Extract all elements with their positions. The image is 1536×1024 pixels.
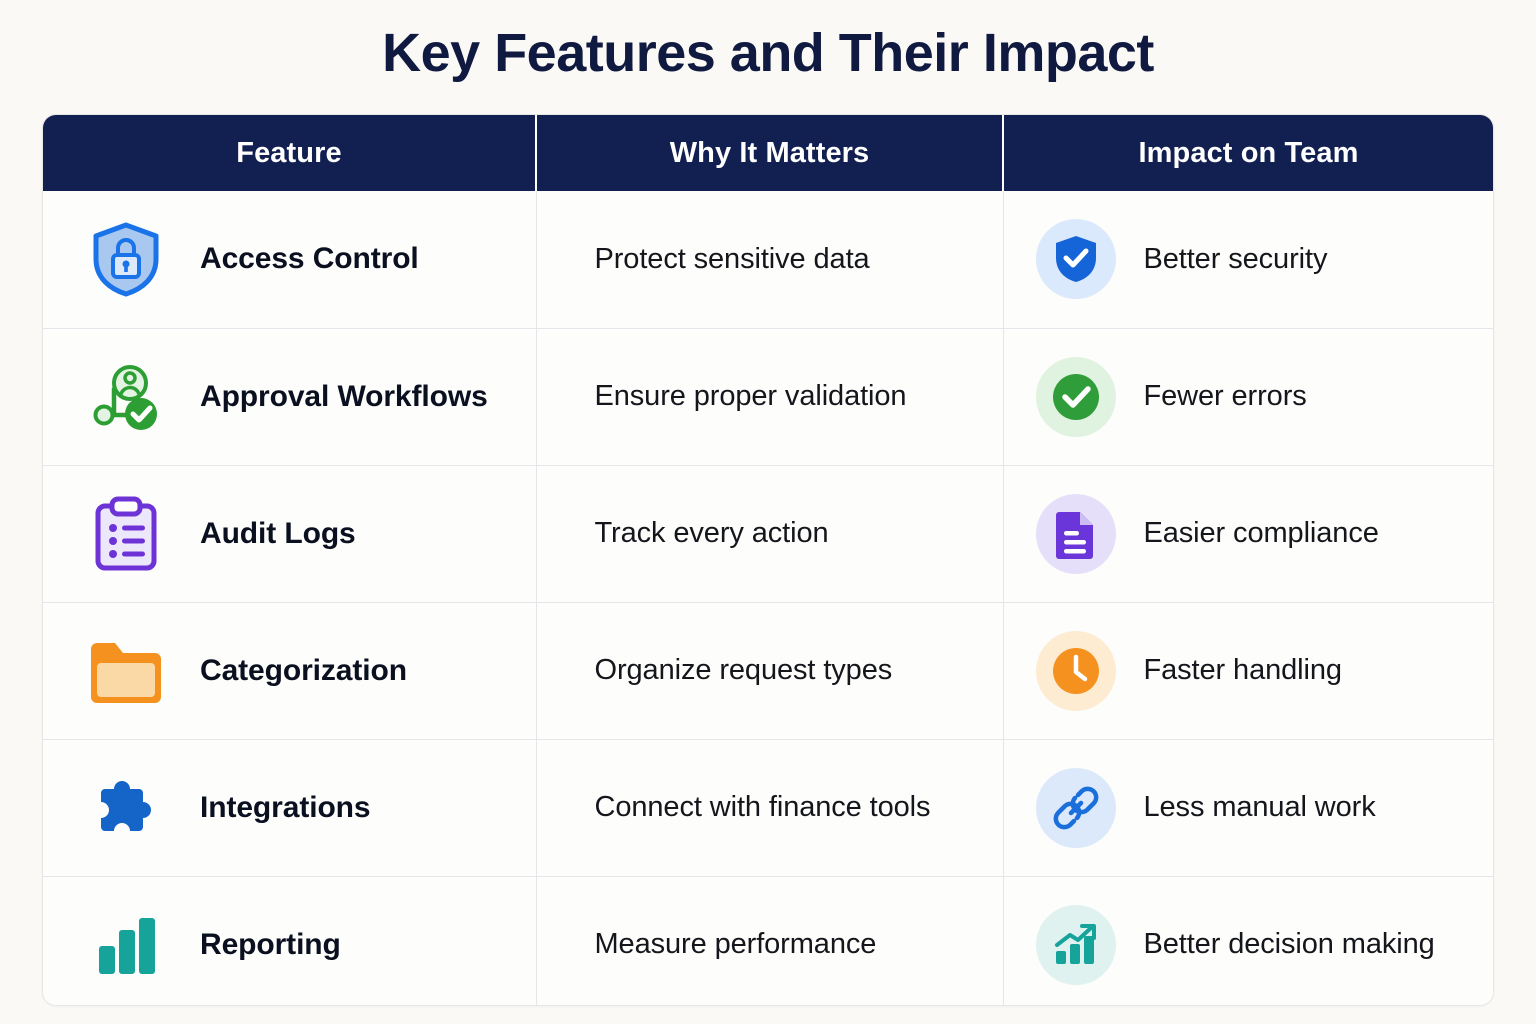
table-row: Categorization Organize request types	[43, 602, 1493, 740]
features-table: Feature Why It Matters Impact on Team	[43, 115, 1493, 1005]
table-row: Access Control Protect sensitive data	[43, 191, 1493, 329]
folder-icon	[87, 632, 165, 710]
feature-cell: Categorization	[43, 602, 537, 740]
impact-cell: Better security	[1003, 191, 1493, 329]
column-header-why-it-matters: Why It Matters	[536, 115, 1004, 191]
table-body: Access Control Protect sensitive data	[43, 191, 1493, 1005]
features-table-card: Feature Why It Matters Impact on Team	[42, 114, 1494, 1006]
impact-cell: Easier compliance	[1003, 465, 1493, 603]
feature-label: Approval Workflows	[200, 379, 488, 413]
impact-cell: Better decision making	[1003, 876, 1493, 1005]
table-header: Feature Why It Matters Impact on Team	[43, 115, 1493, 191]
impact-text: Easier compliance	[1143, 517, 1379, 549]
why-cell: Measure performance	[536, 876, 1004, 1005]
column-header-impact-on-team: Impact on Team	[1003, 115, 1493, 191]
workflow-approval-icon	[87, 358, 165, 436]
why-text: Organize request types	[594, 654, 893, 686]
table-row: Approval Workflows Ensure proper validat…	[43, 328, 1493, 466]
document-lines-icon	[1035, 493, 1116, 574]
feature-cell: Approval Workflows	[43, 328, 537, 466]
impact-cell: Faster handling	[1003, 602, 1493, 740]
table-row: Audit Logs Track every action	[43, 465, 1493, 603]
clock-icon	[1035, 630, 1116, 711]
feature-cell: Reporting	[43, 876, 537, 1005]
why-cell: Ensure proper validation	[536, 328, 1004, 466]
why-text: Connect with finance tools	[594, 791, 931, 823]
trending-up-chart-icon	[1035, 904, 1116, 985]
why-text: Measure performance	[594, 928, 877, 961]
impact-text: Faster handling	[1143, 654, 1343, 686]
feature-cell: Access Control	[43, 191, 537, 329]
impact-text: Better security	[1143, 242, 1328, 275]
impact-text: Fewer errors	[1143, 380, 1307, 412]
why-text: Track every action	[594, 517, 829, 549]
clipboard-list-icon	[87, 495, 165, 573]
feature-label: Audit Logs	[200, 516, 356, 550]
shield-lock-icon	[87, 220, 165, 298]
why-cell: Organize request types	[536, 602, 1004, 740]
why-text: Ensure proper validation	[594, 380, 907, 412]
check-circle-icon	[1035, 356, 1116, 437]
impact-text: Better decision making	[1143, 928, 1435, 961]
why-text: Protect sensitive data	[594, 242, 870, 275]
feature-label: Reporting	[200, 927, 341, 961]
table-header-row: Feature Why It Matters Impact on Team	[43, 115, 1493, 191]
table-row: Reporting Measure performance	[43, 876, 1493, 1005]
page-title: Key Features and Their Impact	[382, 23, 1154, 83]
feature-label: Access Control	[200, 242, 419, 276]
impact-text: Less manual work	[1143, 791, 1376, 823]
link-chain-icon	[1035, 767, 1116, 848]
why-cell: Protect sensitive data	[536, 191, 1004, 329]
puzzle-piece-icon	[87, 769, 165, 847]
feature-cell: Integrations	[43, 739, 537, 877]
feature-label: Integrations	[200, 790, 371, 824]
feature-label: Categorization	[200, 653, 407, 687]
shield-check-icon	[1035, 219, 1116, 300]
table-row: Integrations Connect with finance tools	[43, 739, 1493, 877]
column-header-feature: Feature	[43, 115, 537, 191]
bar-chart-icon	[87, 906, 165, 984]
why-cell: Connect with finance tools	[536, 739, 1004, 877]
impact-cell: Fewer errors	[1003, 328, 1493, 466]
impact-cell: Less manual work	[1003, 739, 1493, 877]
why-cell: Track every action	[536, 465, 1004, 603]
feature-cell: Audit Logs	[43, 465, 537, 603]
